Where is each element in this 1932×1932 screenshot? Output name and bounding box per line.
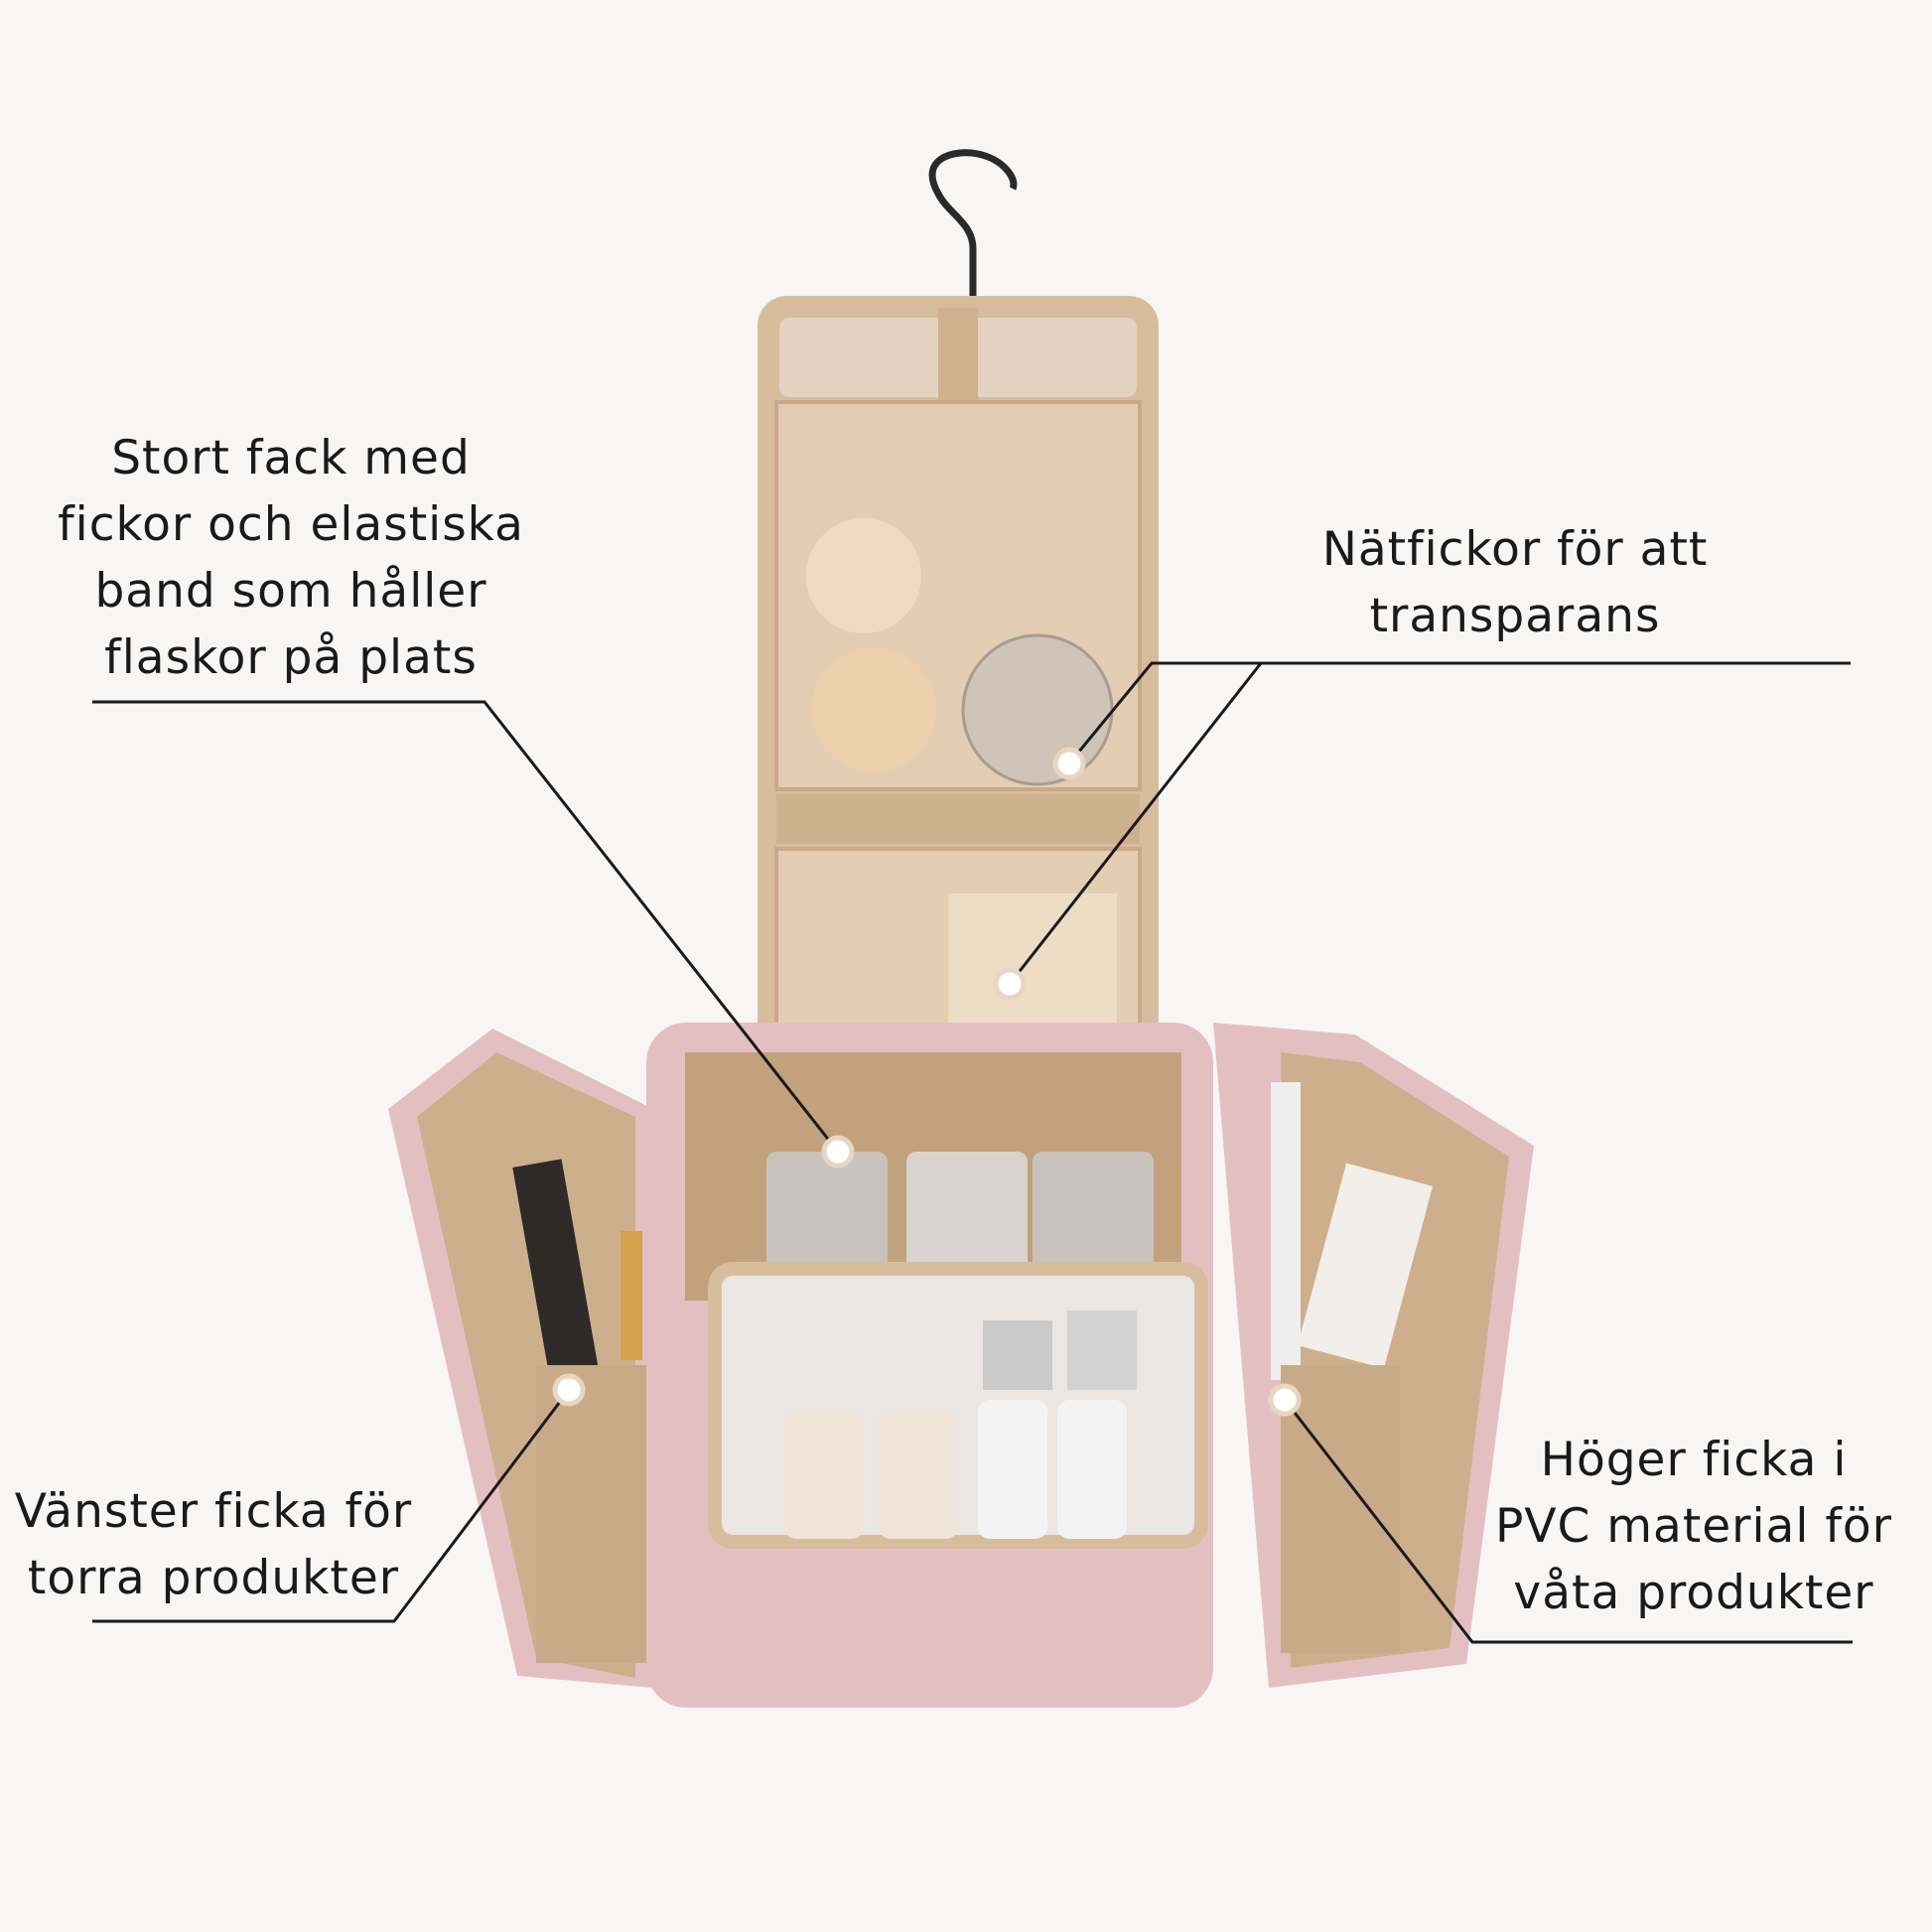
annotation-left-pocket: Vänster ficka för torra produkter [0,1478,462,1611]
callout-line-left [92,1389,571,1623]
callout-dot [1268,1383,1302,1417]
small-bottles [784,1311,1137,1539]
callout-line-mesh-lower [1008,662,1263,985]
annotation-right-pocket: Höger ficka i PVC material för våta prod… [1446,1427,1932,1626]
annotation-line: torra produkter [27,1551,400,1605]
callout-dot [993,967,1027,1001]
annotation-line: flaskor på plats [104,630,478,685]
annotation-line: PVC material för [1495,1499,1892,1554]
annotation-line: Höger ficka i [1540,1433,1848,1487]
annotation-mesh-pockets: Nätfickor för att transparans [1267,516,1763,649]
annotation-line: Stort fack med [111,431,471,485]
callout-dots [552,747,1302,1417]
bottle-caps [766,1152,1154,1276]
callout-line-main [92,700,840,1153]
annotation-line: fickor och elastiska [58,497,524,552]
annotation-line: Vänster ficka för [14,1484,413,1539]
annotation-line: våta produkter [1513,1566,1874,1620]
annotation-main-compartment: Stort fack med fickor och elastiska band… [43,425,539,691]
annotation-line: Nätfickor för att [1321,522,1709,577]
callout-dot [821,1135,855,1169]
callout-line-right [1283,1399,1853,1644]
callout-lines [92,661,1853,1644]
hanger-hook [928,149,1018,298]
annotation-line: band som håller [94,564,487,619]
callout-line-mesh [1067,661,1851,764]
callout-dot [552,1373,586,1407]
callout-dot [1052,747,1086,780]
annotation-line: transparans [1369,589,1661,643]
